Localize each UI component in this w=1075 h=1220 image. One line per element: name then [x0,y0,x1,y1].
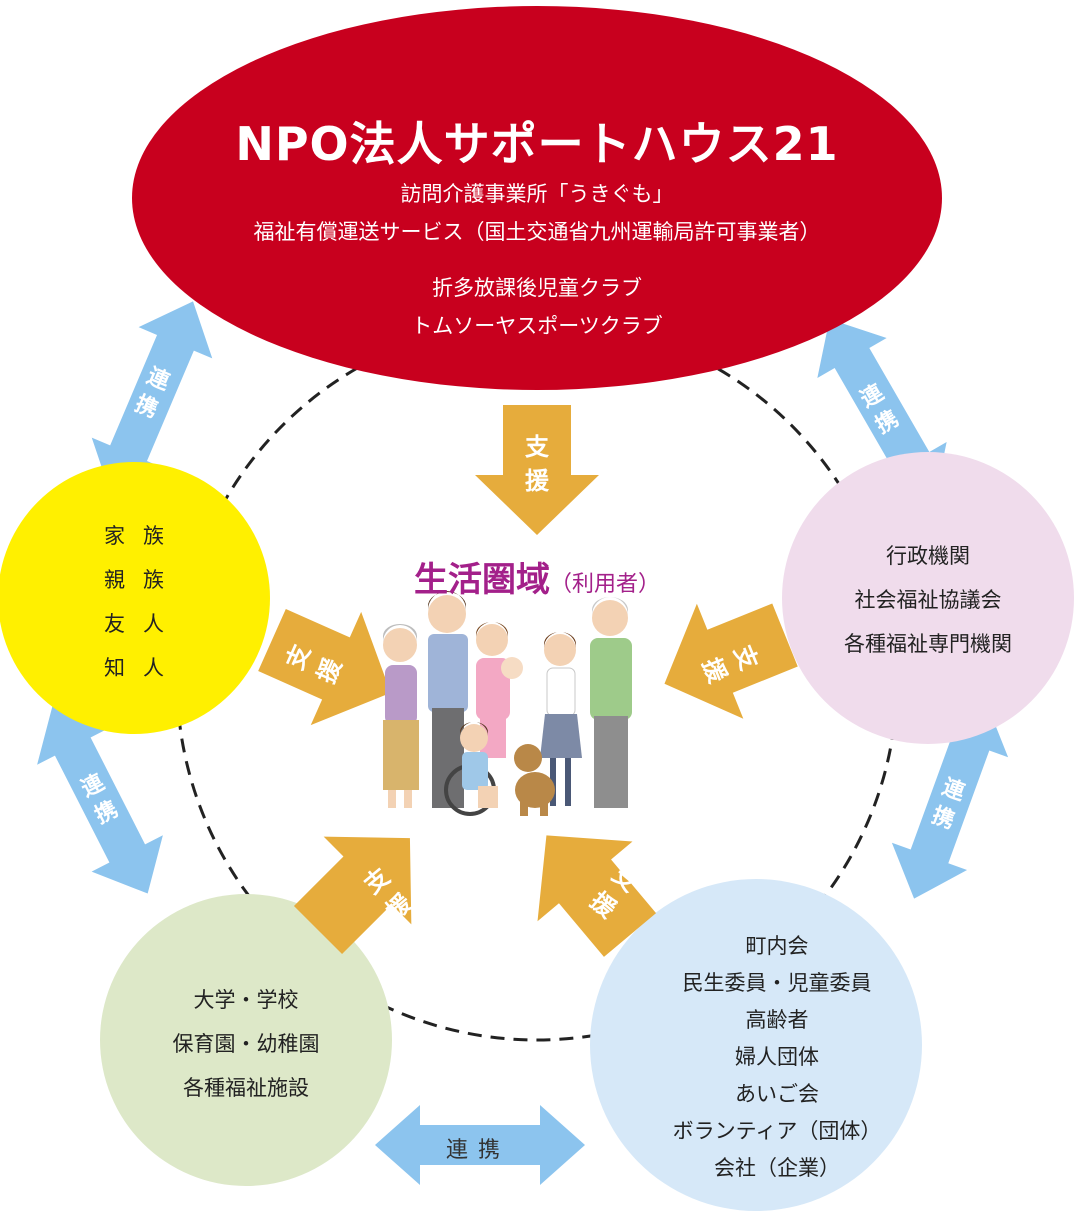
grandmother-figure [383,624,419,808]
center-label: 生活圏域（利用者） [414,552,660,601]
org-title: NPO法人サポートハウス21 [235,117,839,171]
family-line-4: 知人 [104,656,182,680]
dog-figure [514,744,555,816]
support-char-1: 支 [525,433,549,461]
link-label-bottom: 連携 [446,1138,511,1163]
community-line-5: あいご会 [735,1082,819,1106]
family-line-2: 親族 [104,568,182,592]
school-line-2: 保育園・幼稚園 [172,1032,320,1056]
family-circle [0,462,270,734]
school-line-3: 各種福祉施設 [183,1076,309,1100]
center-title: 生活圏域 [413,560,550,600]
community-line-4: 婦人団体 [735,1045,819,1069]
wheelchair-boy-figure [444,722,498,816]
admin-line-2: 社会福祉協議会 [854,588,1002,612]
school-circle [100,894,392,1186]
org-service-1: 訪問介護事業所「うきぐも」 [400,182,674,206]
family-illustration [383,591,632,816]
admin-line-1: 行政機関 [886,544,970,568]
admin-circle [782,452,1074,744]
community-line-2: 民生委員・児童委員 [682,971,872,995]
mother-figure [476,622,523,758]
community-line-3: 高齢者 [745,1008,809,1032]
admin-line-3: 各種福祉専門機関 [844,632,1012,656]
org-service-2: 福祉有償運送サービス（国土交通省九州運輸局許可事業者） [253,220,821,244]
community-line-7: 会社（企業） [714,1156,840,1180]
org-service-3: 折多放課後児童クラブ [432,276,642,300]
family-line-1: 家族 [104,524,182,548]
support-label-top: 支 援 [519,430,555,498]
support-char-2: 援 [525,467,549,495]
org-ellipse [132,6,942,390]
community-line-6: ボランティア（団体） [672,1119,882,1143]
center-subtitle: （利用者） [549,572,661,597]
grandfather-figure [590,597,632,808]
school-line-1: 大学・学校 [193,988,299,1012]
org-service-4: トムソーヤスポーツクラブ [411,314,663,338]
family-line-3: 友人 [104,612,182,636]
community-circle [590,879,922,1211]
girl-figure [540,632,582,806]
community-line-1: 町内会 [745,934,809,958]
